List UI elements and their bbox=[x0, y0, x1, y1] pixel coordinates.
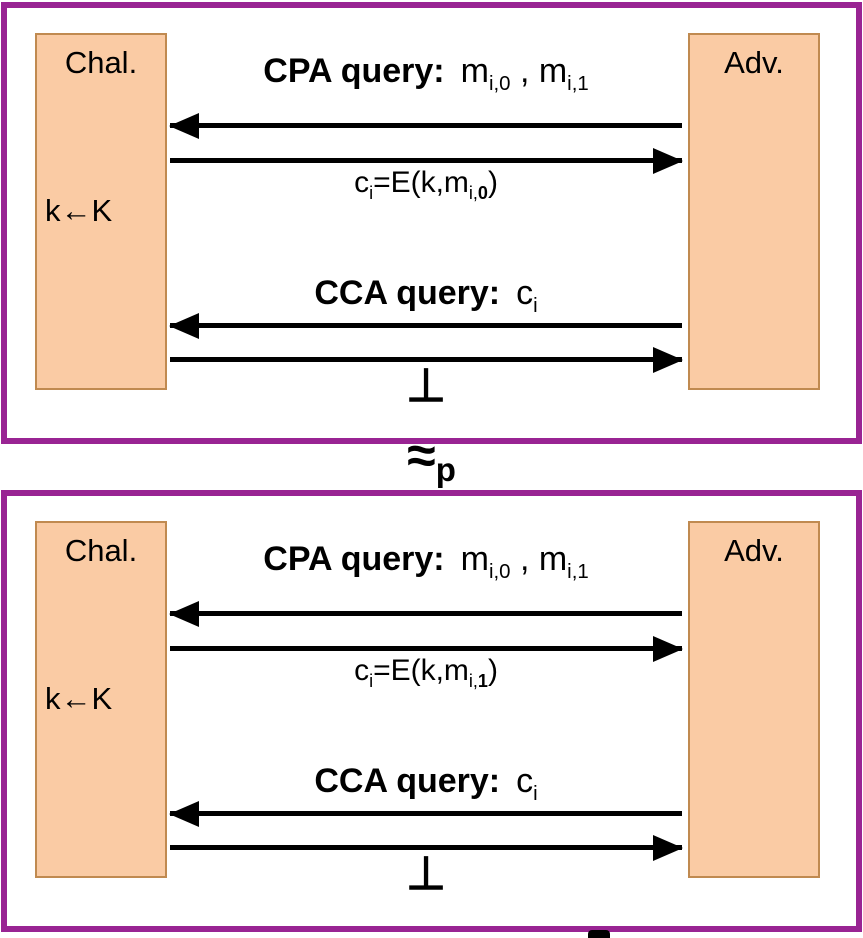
cca-c: c bbox=[516, 762, 534, 800]
message-m0: m bbox=[460, 540, 489, 578]
cca-query-prefix: CCA query: bbox=[314, 274, 501, 312]
cpa-query-prefix: CPA query: bbox=[263, 540, 445, 578]
cpa-query-label: CPA query:mi,0 , mi,1 bbox=[157, 540, 695, 582]
message-m1: m bbox=[538, 540, 568, 578]
message-m1-subscript: i,1 bbox=[567, 72, 589, 95]
message-m1: m bbox=[538, 52, 568, 90]
cpa-response-arrow-to-adversary bbox=[170, 147, 683, 174]
challenger-label: Chal. bbox=[64, 45, 138, 80]
cca-c-subscript: i bbox=[533, 294, 538, 317]
message-separator: , bbox=[510, 52, 539, 90]
cipher-close-paren: ) bbox=[487, 654, 498, 687]
cipher-c: c bbox=[354, 654, 370, 687]
key-sample-label: k←K bbox=[45, 193, 113, 228]
cpa-cca-game-panel-top: Chal. k←K Adv. CPA query:mi,0 , mi,1 ci=… bbox=[1, 2, 862, 444]
message-separator: , bbox=[510, 540, 539, 578]
cipher-equation: =E(k,m bbox=[373, 654, 469, 687]
message-m0-subscript: i,0 bbox=[488, 560, 511, 583]
cipher-c-subscript: i bbox=[369, 183, 374, 203]
cpa-query-arrow-to-challenger bbox=[169, 600, 682, 627]
cca-query-prefix: CCA query: bbox=[314, 762, 501, 800]
cca-response-arrow-to-adversary bbox=[170, 834, 683, 861]
cca-query-arrow-to-challenger bbox=[169, 800, 682, 827]
cca-query-label: CCA query: ci bbox=[157, 274, 695, 316]
cpa-response-arrow-to-adversary bbox=[170, 635, 683, 662]
computational-indistinguishability-symbol: ≈p bbox=[0, 427, 863, 486]
cca-response-arrow-to-adversary bbox=[170, 346, 683, 373]
cipher-c-subscript: i bbox=[369, 671, 374, 691]
ciphertext-label: ci=E(k,mi,0) bbox=[157, 166, 695, 203]
approx-subscript-p: p bbox=[435, 451, 456, 488]
message-m1-subscript: i,1 bbox=[567, 560, 589, 583]
challenger-label: Chal. bbox=[64, 533, 138, 568]
cpa-query-label: CPA query:mi,0 , mi,1 bbox=[157, 52, 695, 94]
cpa-query-arrow-to-challenger bbox=[169, 112, 682, 139]
cipher-equation: =E(k,m bbox=[373, 166, 469, 199]
cca-c-subscript: i bbox=[533, 782, 538, 805]
cipher-close-paren: ) bbox=[487, 166, 498, 199]
message-m0-subscript: i,0 bbox=[488, 72, 511, 95]
cca-c: c bbox=[516, 274, 534, 312]
adversary-label: Adv. bbox=[724, 45, 784, 80]
ciphertext-label: ci=E(k,mi,1) bbox=[157, 654, 695, 691]
cipher-m-subscript-bit: 0 bbox=[477, 183, 488, 203]
cca-query-label: CCA query: ci bbox=[157, 762, 695, 804]
adversary-box: Adv. bbox=[688, 521, 820, 878]
bottom-reject-symbol: ⊥ bbox=[405, 847, 447, 899]
cutoff-glyph-artifact bbox=[588, 930, 610, 938]
cipher-m-subscript: i, bbox=[468, 183, 478, 203]
cca-query-arrow-to-challenger bbox=[169, 312, 682, 339]
key-sample-label: k←K bbox=[45, 681, 113, 716]
message-m0: m bbox=[460, 52, 489, 90]
cpa-cca-game-panel-bottom: Chal. k←K Adv. CPA query:mi,0 , mi,1 ci=… bbox=[1, 490, 862, 932]
bottom-reject-symbol: ⊥ bbox=[405, 359, 447, 411]
adversary-box: Adv. bbox=[688, 33, 820, 390]
adversary-label: Adv. bbox=[724, 533, 784, 568]
cipher-m-subscript-bit: 1 bbox=[477, 671, 488, 691]
cpa-query-prefix: CPA query: bbox=[263, 52, 445, 90]
challenger-box: Chal. k←K bbox=[35, 521, 167, 878]
approx-symbol: ≈ bbox=[407, 427, 436, 485]
challenger-box: Chal. k←K bbox=[35, 33, 167, 390]
cipher-c: c bbox=[354, 166, 370, 199]
cipher-m-subscript: i, bbox=[468, 671, 478, 691]
